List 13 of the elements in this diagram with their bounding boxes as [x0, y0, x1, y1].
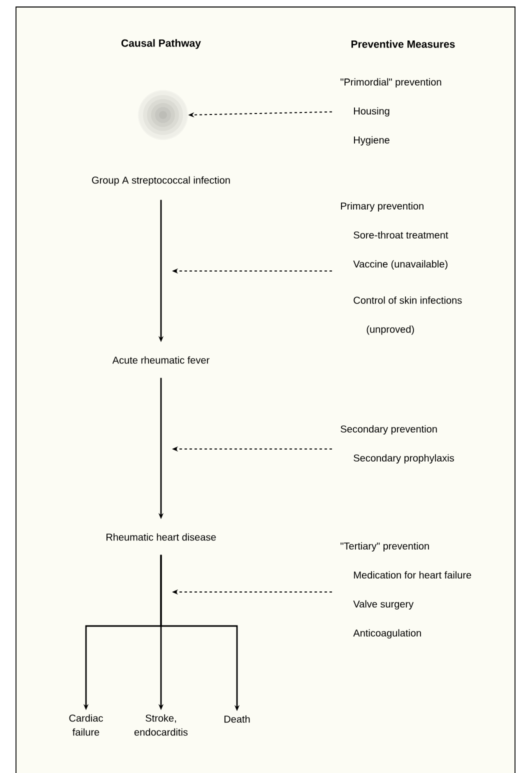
blurred-circle	[138, 90, 188, 140]
column-heading: Preventive Measures	[351, 40, 455, 48]
measure-list: "Primordial" prevention Housing Hygiene	[340, 78, 442, 146]
measure-list: Primary prevention Sore-throat treatment Vaccine (unavailable) Control of skin infections (unproved)	[341, 202, 462, 335]
measure-list: "Tertiary" prevention Medication for heart failure Valve surgery Anticoagulation	[340, 542, 472, 639]
measure-list: Secondary prevention Secondary prophylaxis	[340, 425, 454, 464]
stage-label: Cardiac failure	[69, 714, 103, 736]
stage-label: Rheumatic heart disease	[106, 533, 216, 541]
stage-label: Death	[224, 715, 250, 723]
stage-label: Stroke, endocarditis	[134, 714, 188, 736]
stage-label: Group A streptococcal infection	[92, 176, 230, 186]
stage-label: Acute rheumatic fever	[112, 356, 210, 364]
column-heading: Causal Pathway	[121, 39, 201, 49]
